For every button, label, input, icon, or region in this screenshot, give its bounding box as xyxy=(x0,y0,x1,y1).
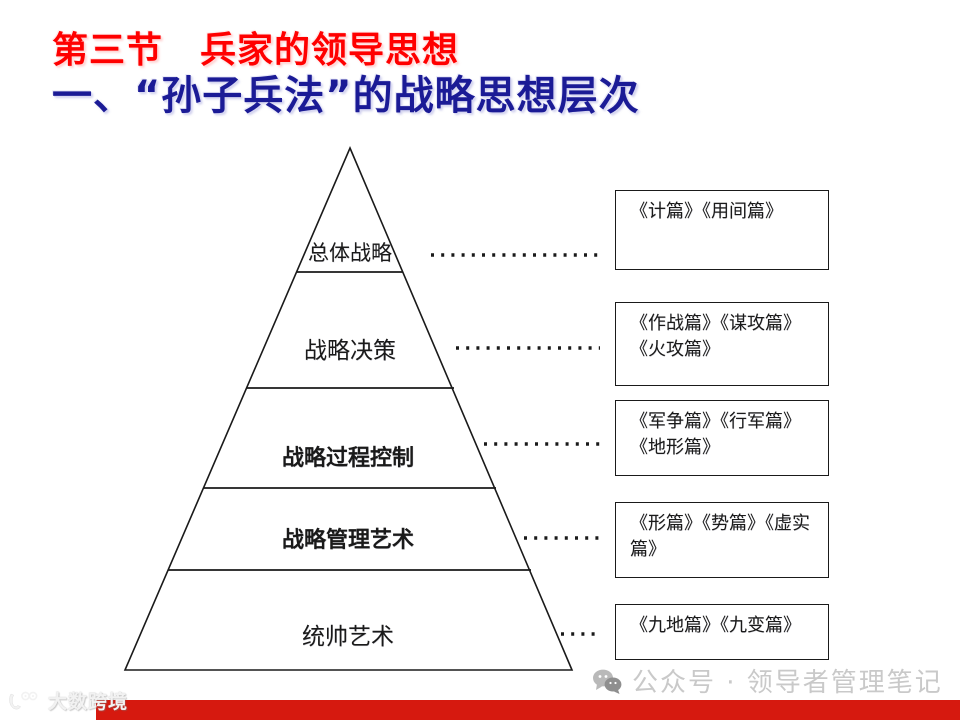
slide-title-block: 第三节 兵家的领导思想 一、“孙子兵法”的战略思想层次 xyxy=(52,30,852,119)
pyramid-tier-label-4: 战略管理艺术 xyxy=(281,528,414,553)
pyramid-tier-label-2: 战略决策 xyxy=(304,338,396,364)
watermark-bottom-right-text: 公众号 · 领导者管理笔记 xyxy=(632,668,943,698)
footer-red-bar xyxy=(96,700,960,720)
wechat-icon xyxy=(593,669,622,694)
caption-box-4: 《形篇》《势篇》《虚实篇》 xyxy=(615,502,829,578)
pyramid-tier-label-1: 总体战略 xyxy=(308,241,392,265)
page-title-primary: 第三节 兵家的领导思想 xyxy=(52,30,460,71)
caption-box-2: 《作战篇》《谋攻篇》《火攻篇》 xyxy=(615,302,829,386)
caption-box-3: 《军争篇》《行军篇》《地形篇》 xyxy=(615,400,829,476)
pyramid-tier-label-3: 战略过程控制 xyxy=(281,446,414,471)
watermark-bottom-left: 大数跨境 xyxy=(8,687,128,714)
pyramid-outline xyxy=(123,145,574,671)
watermark-bottom-right: 公众号 · 领导者管理笔记 xyxy=(592,662,943,699)
pyramid-tier-label-5: 统帅艺术 xyxy=(302,624,394,650)
brand-logo-icon xyxy=(9,691,38,709)
caption-box-1: 《计篇》《用间篇》 xyxy=(615,190,829,270)
page-title-secondary: 一、“孙子兵法”的战略思想层次 xyxy=(52,72,640,119)
caption-box-5: 《九地篇》《九变篇》 xyxy=(615,604,829,660)
watermark-bottom-left-text: 大数跨境 xyxy=(48,691,129,713)
